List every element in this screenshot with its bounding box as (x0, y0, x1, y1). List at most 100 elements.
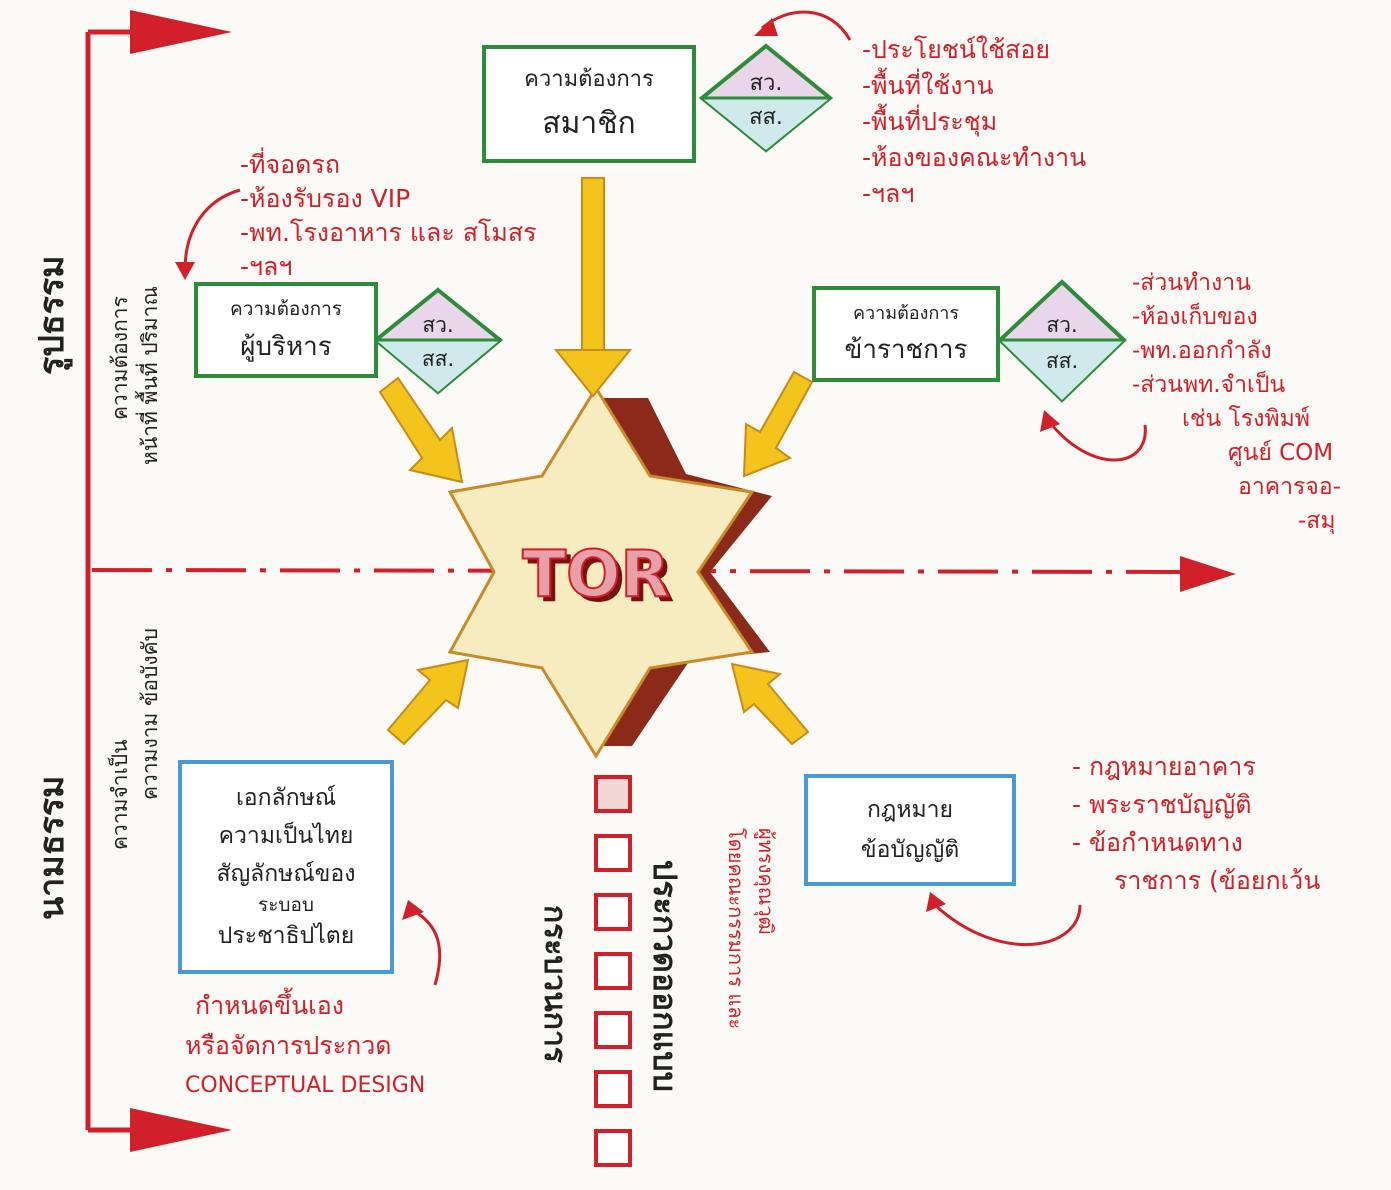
admin-box-line2: ผู้บริหาร (240, 331, 332, 362)
curve-heads (175, 18, 1060, 920)
process-label: กระบวนการ (537, 905, 572, 1063)
members-diamond-top: สว. (750, 71, 783, 96)
identity-box-line: ระบอบ (258, 894, 314, 916)
staff-diamond: สว. สส. (997, 279, 1127, 403)
arrows-group (378, 177, 814, 746)
members-list-item: -ห้องของคณะทำงาน (862, 143, 1087, 172)
top-axis-arrowhead (130, 10, 232, 54)
process-contest-note1: โดยคณะกรรมการ และ (724, 828, 748, 1030)
law-list-item: - ข้อกำหนดทาง (1072, 828, 1243, 857)
curve-law-head (926, 892, 946, 912)
staff-box-line2: ข้าราชการ (844, 335, 968, 365)
law-list: - กฎหมายอาคาร - พระราชบัญญัติ - ข้อกำหนด… (1072, 748, 1320, 900)
process-squares (594, 775, 632, 1167)
tor-label: TOR (522, 538, 669, 612)
staff-list-item: เช่น โรงพิมพ์ (1182, 406, 1310, 432)
admin-diamond-bottom: สส. (422, 347, 454, 371)
law-list-item: - พระราชบัญญัติ (1072, 790, 1252, 819)
arrow-lower-left (386, 658, 470, 746)
staff-diamond-bottom: สส. (1046, 349, 1078, 373)
identity-note-line: กำหนดขึ้นเอง (195, 991, 344, 1020)
curve-law (933, 903, 1082, 947)
admin-diamond: สว. สส. (372, 287, 504, 395)
identity-note-line: CONCEPTUAL DESIGN (185, 1073, 426, 1098)
staff-list-item: -พท.ออกกำลัง (1132, 338, 1272, 364)
law-box-line1: กฎหมาย (866, 797, 954, 823)
process-contest-note2: ผู้ทรงคุณวุฒิ (754, 828, 778, 935)
arrow-upper-left (378, 376, 464, 484)
admin-list-item: -ที่จอดรถ (240, 150, 340, 179)
axis-bottom-label: นามธรรม (32, 775, 72, 920)
law-list-item: ราชการ (ข้อยกเว้น (1114, 866, 1321, 895)
admin-diamond-top: สว. (422, 313, 453, 337)
staff-box-line1: ความต้องการ (852, 303, 960, 324)
identity-box: เอกลักษณ์ ความเป็นไทย สัญลักษณ์ของ ระบอบ… (178, 760, 394, 974)
admin-box: ความต้องการ ผู้บริหาร (194, 282, 378, 378)
members-diamond-lower (702, 98, 830, 150)
staff-list-item: ศูนย์ COM (1228, 440, 1334, 466)
arrow-top-head (553, 349, 633, 398)
axis-top-label: รูปธรรม (32, 255, 72, 375)
identity-box-line: สัญลักษณ์ของ (216, 861, 356, 887)
identity-note-line: หรือจัดการประกวด (185, 1031, 392, 1060)
process-square-3 (594, 893, 632, 931)
members-box-line2: สมาชิก (542, 106, 636, 141)
identity-box-line: ประชาธิปไตย (217, 923, 355, 949)
law-box-line2: ข้อบัญญัติ (860, 837, 960, 863)
curve-staff (1046, 419, 1147, 462)
members-box-line1: ความต้องการ (524, 67, 654, 92)
law-box: กฎหมาย ข้อบัญญัติ (804, 774, 1016, 886)
process-square-7 (594, 1129, 632, 1167)
identity-note: กำหนดขึ้นเอง หรือจัดการประกวด CONCEPTUAL… (185, 986, 425, 1106)
process-square-5 (594, 1011, 632, 1049)
bottom-axis-arrowhead (130, 1108, 232, 1152)
staff-list-item: -ส่วนพท.จำเป็น (1132, 372, 1286, 398)
horizontal-axis-arrowhead (1180, 556, 1236, 592)
admin-list: -ที่จอดรถ -ห้องรับรอง VIP -พท.โรงอาหาร แ… (240, 148, 537, 284)
axis-upper-note-1: ความต้องการ (108, 296, 132, 420)
axis-lower-note-2: ความงาม ข้อบังคับ (138, 628, 162, 800)
admin-list-item: -พท.โรงอาหาร และ สโมสร (240, 218, 537, 247)
process-contest-label: ประกวดออกแบบ (646, 860, 684, 1092)
members-diamond-bottom: สส. (749, 105, 783, 130)
tor-star (447, 385, 755, 759)
process-square-2 (594, 834, 632, 872)
curve-admin-head (175, 262, 195, 280)
curve-identity (411, 908, 442, 986)
staff-list: -ส่วนทำงาน -ห้องเก็บของ -พท.ออกกำลัง -ส่… (1132, 266, 1341, 538)
axis-lower-note-1: ความจำเป็น (108, 739, 132, 850)
members-list-item: -ประโยชน์ใช้สอย (862, 35, 1050, 64)
tor-label-shadow: TOR (527, 543, 674, 617)
process-square-4 (594, 952, 632, 990)
admin-box-line1: ความต้องการ (230, 297, 342, 320)
staff-box: ความต้องการ ข้าราชการ (812, 286, 1000, 382)
curve-admin (183, 188, 241, 271)
arrow-top-shaft (581, 177, 605, 359)
members-box: ความต้องการ สมาชิก (482, 45, 696, 163)
curve-identity-head (402, 900, 424, 920)
admin-diamond-lower (376, 340, 500, 392)
members-list: -ประโยชน์ใช้สอย -พื้นที่ใช้งาน -พื้นที่ป… (862, 32, 1086, 212)
members-list-item: -พื้นที่ประชุม (862, 107, 998, 136)
staff-diamond-top: สว. (1046, 313, 1077, 337)
curve-staff-head (1040, 410, 1060, 432)
admin-list-item: -ฯลฯ (240, 252, 293, 281)
arrow-lower-right (730, 662, 810, 746)
axis-upper-note-2: หน้าที่ พื้นที่ ปริมาณ (138, 286, 162, 465)
staff-list-item: -ส่วนทำงาน (1132, 270, 1251, 296)
members-list-item: -พื้นที่ใช้งาน (862, 71, 994, 100)
members-diamond: สว. สส. (698, 43, 834, 153)
members-list-item: -ฯลฯ (862, 179, 915, 208)
identity-box-line: เอกลักษณ์ (235, 785, 337, 811)
law-list-item: - กฎหมายอาคาร (1072, 752, 1256, 781)
admin-list-item: -ห้องรับรอง VIP (240, 184, 411, 213)
staff-list-item: -สมุ (1298, 508, 1336, 534)
staff-list-item: -ห้องเก็บของ (1132, 304, 1258, 330)
process-square-1 (594, 775, 632, 813)
staff-diamond-lower (1000, 340, 1124, 400)
curve-members-head (754, 18, 778, 36)
identity-box-line: ความเป็นไทย (218, 823, 354, 849)
arrow-upper-right (742, 370, 814, 478)
staff-list-item: อาคารจอ- (1238, 474, 1341, 500)
